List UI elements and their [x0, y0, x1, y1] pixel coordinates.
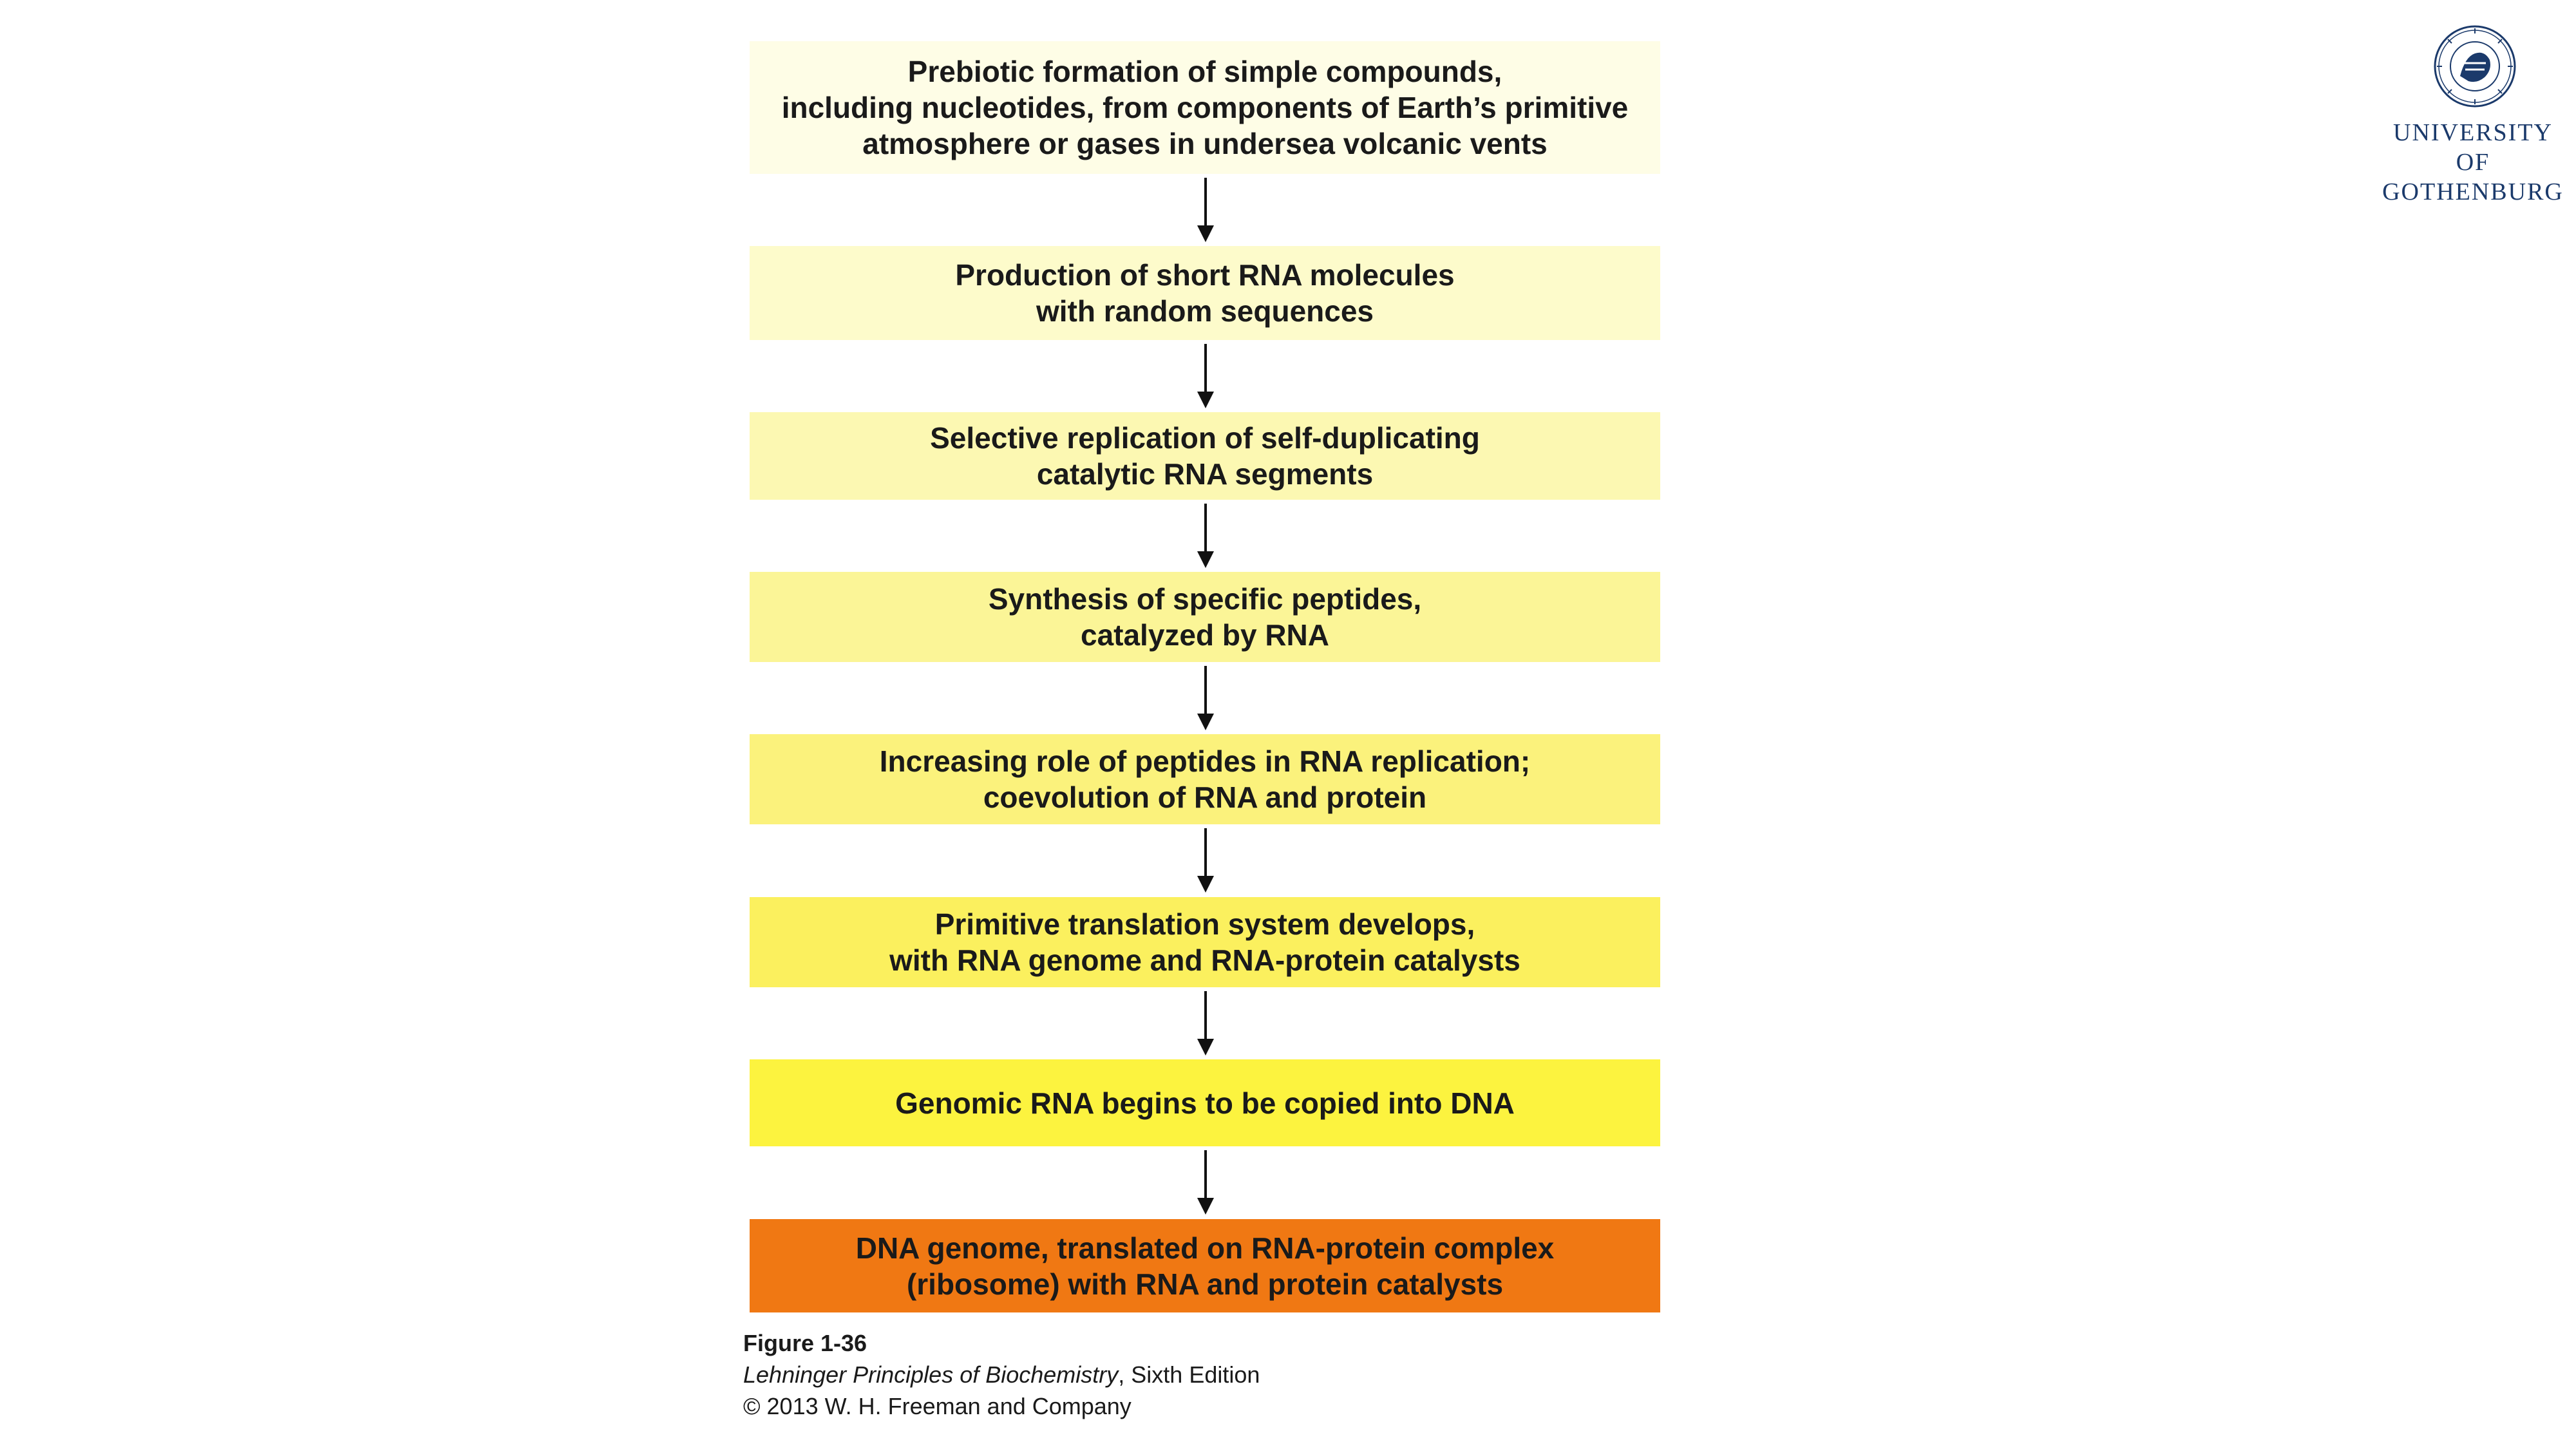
flow-arrow-7 [1197, 1150, 1214, 1215]
flow-step-5-text: Increasing role of peptides in RNA repli… [879, 744, 1531, 814]
flow-arrow-4 [1197, 666, 1214, 730]
flow-step-2: Production of short RNA molecules with r… [750, 246, 1660, 340]
flow-arrow-6 [1197, 991, 1214, 1056]
flow-step-3: Selective replication of self-duplicatin… [750, 412, 1660, 500]
flow-step-6-text: Primitive translation system develops, w… [889, 907, 1520, 977]
flow-arrow-5 [1197, 828, 1214, 893]
flow-step-7: Genomic RNA begins to be copied into DNA [750, 1059, 1660, 1146]
university-seal-icon [2434, 25, 2516, 108]
flow-step-8: DNA genome, translated on RNA-protein co… [750, 1219, 1660, 1312]
flow-step-2-text: Production of short RNA molecules with r… [955, 258, 1455, 328]
flow-step-7-text: Genomic RNA begins to be copied into DNA [895, 1086, 1515, 1120]
flow-step-4: Synthesis of specific peptides, catalyze… [750, 572, 1660, 662]
flow-arrow-1 [1197, 178, 1214, 242]
flow-step-6: Primitive translation system develops, w… [750, 897, 1660, 987]
flow-step-3-text: Selective replication of self-duplicatin… [930, 421, 1480, 491]
book-citation: Lehninger Principles of Biochemistry, Si… [743, 1359, 1260, 1390]
figure-number: Figure 1-36 [743, 1330, 867, 1356]
flow-step-5: Increasing role of peptides in RNA repli… [750, 734, 1660, 824]
flow-step-4-text: Synthesis of specific peptides, catalyze… [988, 582, 1422, 652]
copyright-line: © 2013 W. H. Freeman and Company [743, 1393, 1132, 1419]
flow-step-8-text: DNA genome, translated on RNA-protein co… [855, 1231, 1555, 1301]
flow-arrow-2 [1197, 344, 1214, 408]
book-title: Lehninger Principles of Biochemistry [743, 1361, 1119, 1388]
flow-step-1: Prebiotic formation of simple compounds,… [750, 41, 1660, 174]
university-logo: UNIVERSITY OF GOTHENBURG [2376, 24, 2570, 205]
university-name: UNIVERSITY OF GOTHENBURG [2382, 119, 2564, 205]
book-edition: , Sixth Edition [1118, 1361, 1260, 1388]
flow-arrow-3 [1197, 504, 1214, 568]
flow-step-1-text: Prebiotic formation of simple compounds,… [781, 55, 1629, 160]
